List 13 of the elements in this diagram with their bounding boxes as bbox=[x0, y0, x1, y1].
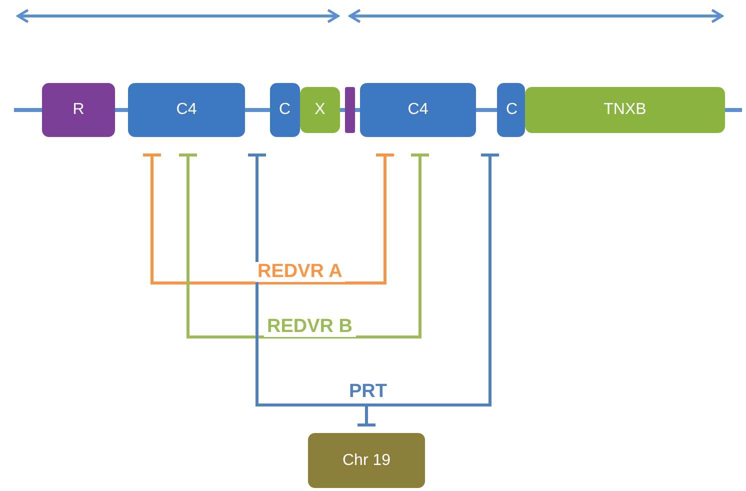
edge-label: REDVR B bbox=[264, 317, 356, 337]
edge-label: REDVR A bbox=[254, 262, 346, 282]
gene-box: X bbox=[300, 87, 340, 133]
chromosome-box: Chr 19 bbox=[308, 433, 425, 488]
gene-bar bbox=[345, 87, 355, 133]
bracket-connector bbox=[142, 154, 396, 284]
gene-box: C4 bbox=[128, 83, 245, 137]
gene-box: C4 bbox=[360, 83, 476, 137]
gene-box: C bbox=[270, 83, 300, 137]
gene-box: C bbox=[497, 83, 525, 137]
gene-box: TNXB bbox=[525, 87, 725, 133]
bracket-connector bbox=[178, 154, 430, 338]
gene-box: R bbox=[42, 83, 115, 137]
